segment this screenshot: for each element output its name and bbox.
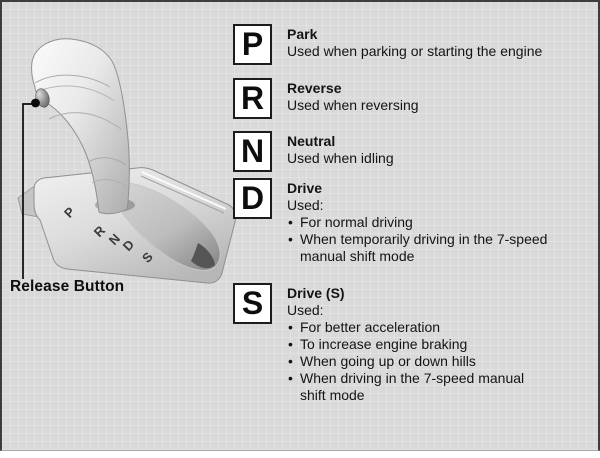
gear-desc-neutral: Used when idling: [287, 150, 394, 166]
gear-name-drive-s: Drive (S): [287, 285, 345, 301]
shift-lever-illustration: P R N D S: [17, 38, 237, 284]
drive-bullet-2: When temporarily driving in the 7-speed …: [287, 231, 550, 265]
drive-bullet-1: For normal driving: [287, 214, 550, 231]
gear-text-drive-s: Drive (S) Used: For better acceleration …: [287, 283, 555, 404]
knob-seam-upper: [34, 74, 111, 88]
gear-section-drive-s: S Drive (S) Used: For better acceleratio…: [233, 283, 555, 404]
release-button-label: Release Button: [10, 278, 125, 295]
gear-letter-box-n: N: [233, 131, 272, 172]
callout-pointer-dot: [31, 98, 40, 108]
gate-slot-notch: [191, 243, 215, 269]
gear-section-neutral: N Neutral Used when idling: [233, 131, 589, 172]
knob-seam-lower: [48, 112, 122, 130]
gear-text-neutral: Neutral Used when idling: [287, 131, 589, 167]
gear-text-park: Park Used when parking or starting the e…: [287, 24, 589, 60]
shaft-collar-line-2: [91, 179, 128, 188]
plate-edge-shadow: [140, 175, 225, 214]
gear-name-neutral: Neutral: [287, 133, 336, 149]
gear-name-reverse: Reverse: [287, 80, 342, 96]
shaft-collar-line: [87, 157, 127, 166]
gear-name-drive: Drive: [287, 180, 323, 196]
gear-letter-box-d: D: [233, 178, 272, 219]
gear-section-park: P Park Used when parking or starting the…: [233, 24, 589, 65]
drive-s-bullet-1: For better acceleration: [287, 319, 550, 336]
gear-name-park: Park: [287, 26, 318, 42]
gear-bullets-drive: For normal driving When temporarily driv…: [287, 214, 550, 265]
gear-section-reverse: R Reverse Used when reversing: [233, 78, 589, 119]
gear-letter-box-r: R: [233, 78, 272, 119]
gear-section-drive: D Drive Used: For normal driving When te…: [233, 178, 555, 265]
gear-desc-park: Used when parking or starting the engine: [287, 43, 543, 59]
plate-edge-highlight: [141, 171, 227, 210]
drive-s-bullet-2: To increase engine braking: [287, 336, 550, 353]
gear-letter-box-s: S: [233, 283, 272, 324]
gear-text-reverse: Reverse Used when reversing: [287, 78, 589, 114]
gear-letter-box-p: P: [233, 24, 272, 65]
gear-desc-drive-s: Used:: [287, 302, 324, 318]
gear-text-drive: Drive Used: For normal driving When temp…: [287, 178, 555, 265]
gear-bullets-drive-s: For better acceleration To increase engi…: [287, 319, 550, 404]
gear-desc-drive: Used:: [287, 197, 324, 213]
callout-line: [22, 103, 32, 279]
gear-desc-reverse: Used when reversing: [287, 97, 419, 113]
drive-s-bullet-4: When driving in the 7-speed manual shift…: [287, 370, 550, 404]
drive-s-bullet-3: When going up or down hills: [287, 353, 550, 370]
